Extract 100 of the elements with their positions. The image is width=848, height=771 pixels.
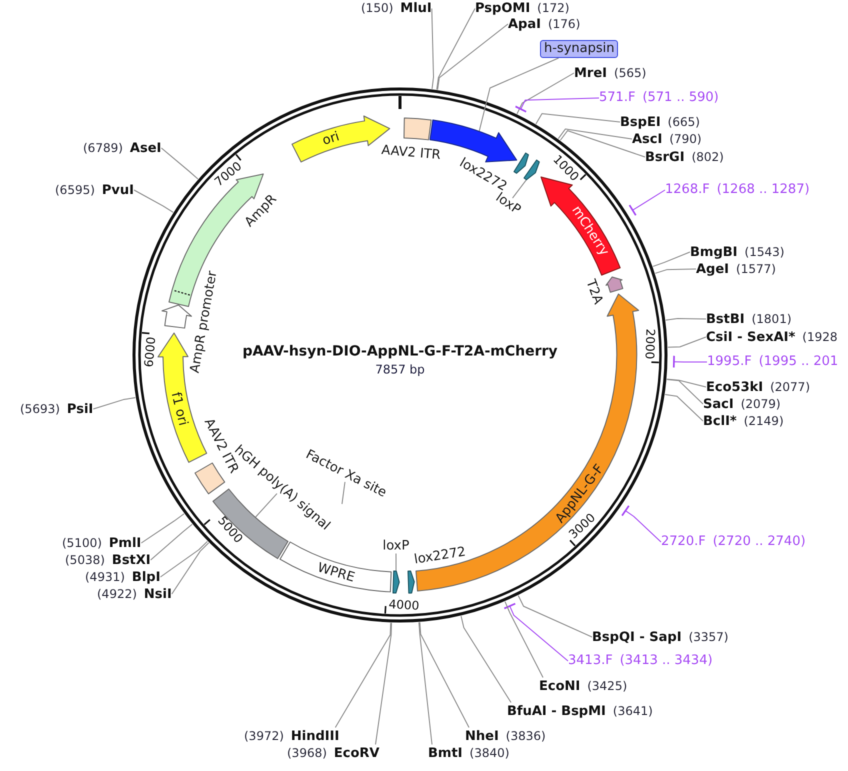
enzyme-name: AscI [632,132,662,148]
cut-position: (1577) [736,260,776,276]
enzyme-name: EcoNI [539,678,580,694]
cut-position: (2079) [740,396,781,412]
cut-position: (3641) [612,702,653,718]
leader-line [560,130,646,158]
cut-position: (3968) [287,744,327,760]
leader-line [375,622,392,745]
feature-label: f1 ori [168,390,191,428]
leader-line [664,394,704,422]
feature-label: loxP [382,538,410,554]
enzyme-name: BspQI - SapI [592,630,682,646]
cut-position: (176) [548,16,580,32]
primer-name: 3413.F [568,653,613,669]
primer-name: 1268.F [665,182,710,198]
feature-label: ori [320,129,342,148]
leader-line [628,190,666,216]
leader-line [516,72,574,114]
enzyme-name: Eco53kI [706,380,764,396]
leader-line [160,148,198,180]
leader-line [419,622,470,728]
cut-position: (1928 [802,328,838,344]
enzyme-name: NsiI [144,586,172,602]
leader-line [652,252,690,267]
cut-position: (565) [614,64,646,80]
feature-label: loxP [492,190,524,218]
cut-position: (2077) [770,378,810,394]
leader-line [140,513,185,544]
enzyme-name: AgeI [696,262,730,278]
leader-line [436,8,476,90]
enzyme-name: PspOMI [475,1,530,17]
enzyme-name: ApaI [508,16,541,32]
leader-line [518,595,592,638]
leader-line [478,58,560,132]
cut-position: (5693) [20,400,60,416]
leader-line [342,481,346,504]
cut-position: (5100) [62,534,102,550]
primer-name: 571.F [599,90,636,106]
scale-label: 2000 [642,328,658,360]
leader-line [666,379,704,404]
enzyme-name: MluI [400,1,432,17]
enzyme-name: BspEI [620,114,661,130]
cut-position: (172) [537,0,570,16]
cut-position: (3836) [506,728,546,744]
enzyme-name: PmlI [108,536,142,552]
feature-label: AAV2 ITR [380,142,442,164]
enzyme-name: SacI [703,396,734,412]
leader-line [535,113,620,124]
leader-line [666,378,706,388]
scale-label: 6000 [142,336,158,368]
leader-line [504,601,544,678]
leader-line [621,504,662,542]
primer-range: (1995 .. 201 [758,354,838,370]
primer-range: (3413 .. 3434) [620,653,713,669]
cut-position: (665) [668,114,700,130]
feature-label: T2A [582,278,606,306]
enzyme-name: EcoRV [334,746,380,762]
leader-line [514,98,600,113]
primer-range: (1268 .. 1287) [716,182,810,198]
enzyme-name: AseI [130,140,162,156]
leader-line [654,268,696,274]
leader-line [512,179,527,199]
leader-line [665,318,706,321]
leader-line [672,354,708,369]
enzyme-name: BmtI [428,746,463,762]
cut-position: (3972) [244,728,284,744]
leader-line [431,8,434,90]
enzyme-name: BmgBI [690,244,738,260]
leader-line [503,602,568,662]
cut-position: (4931) [85,568,125,584]
cut-position: (4922) [97,586,137,602]
leader-line [334,622,392,728]
enzyme-name: BfuAI - BspMI [507,704,606,720]
cut-position: (6789) [83,140,123,156]
leader-line [92,397,136,410]
cut-position: (1801) [752,310,792,326]
enzyme-name: HindIII [290,728,340,744]
primer-range: (571 .. 590) [642,90,719,106]
plasmid-name: pAAV-hsyn-DIO-AppNL-G-F-T2A-mCherry [242,344,558,360]
cut-position: (5038) [65,552,105,568]
primer-name: 1995.F [707,354,752,370]
leader-line [460,615,512,703]
feature-tag: h-synapsin [540,40,618,58]
cut-position: (3840) [470,744,510,760]
primer-name: 2720.F [661,534,706,550]
cut-position: (802) [692,148,724,164]
enzyme-name: BlpI [132,570,160,586]
feature-label: AmpR promoter [188,270,220,374]
scale-label: 4000 [388,597,420,613]
feature-label: WPRE [315,560,356,586]
enzyme-name: PsiI [66,402,94,418]
cut-position: (3425) [587,678,628,694]
cut-position: (3357) [688,628,728,644]
cut-position: (6595) [55,182,95,198]
cut-position: (2149) [744,412,784,428]
enzyme-name: CsiI - SexAI* [706,330,796,346]
enzyme-name: BstBI [706,312,745,328]
leader-line [160,540,208,578]
enzyme-name: BclI* [703,414,737,430]
cut-position: (150) [361,0,394,16]
